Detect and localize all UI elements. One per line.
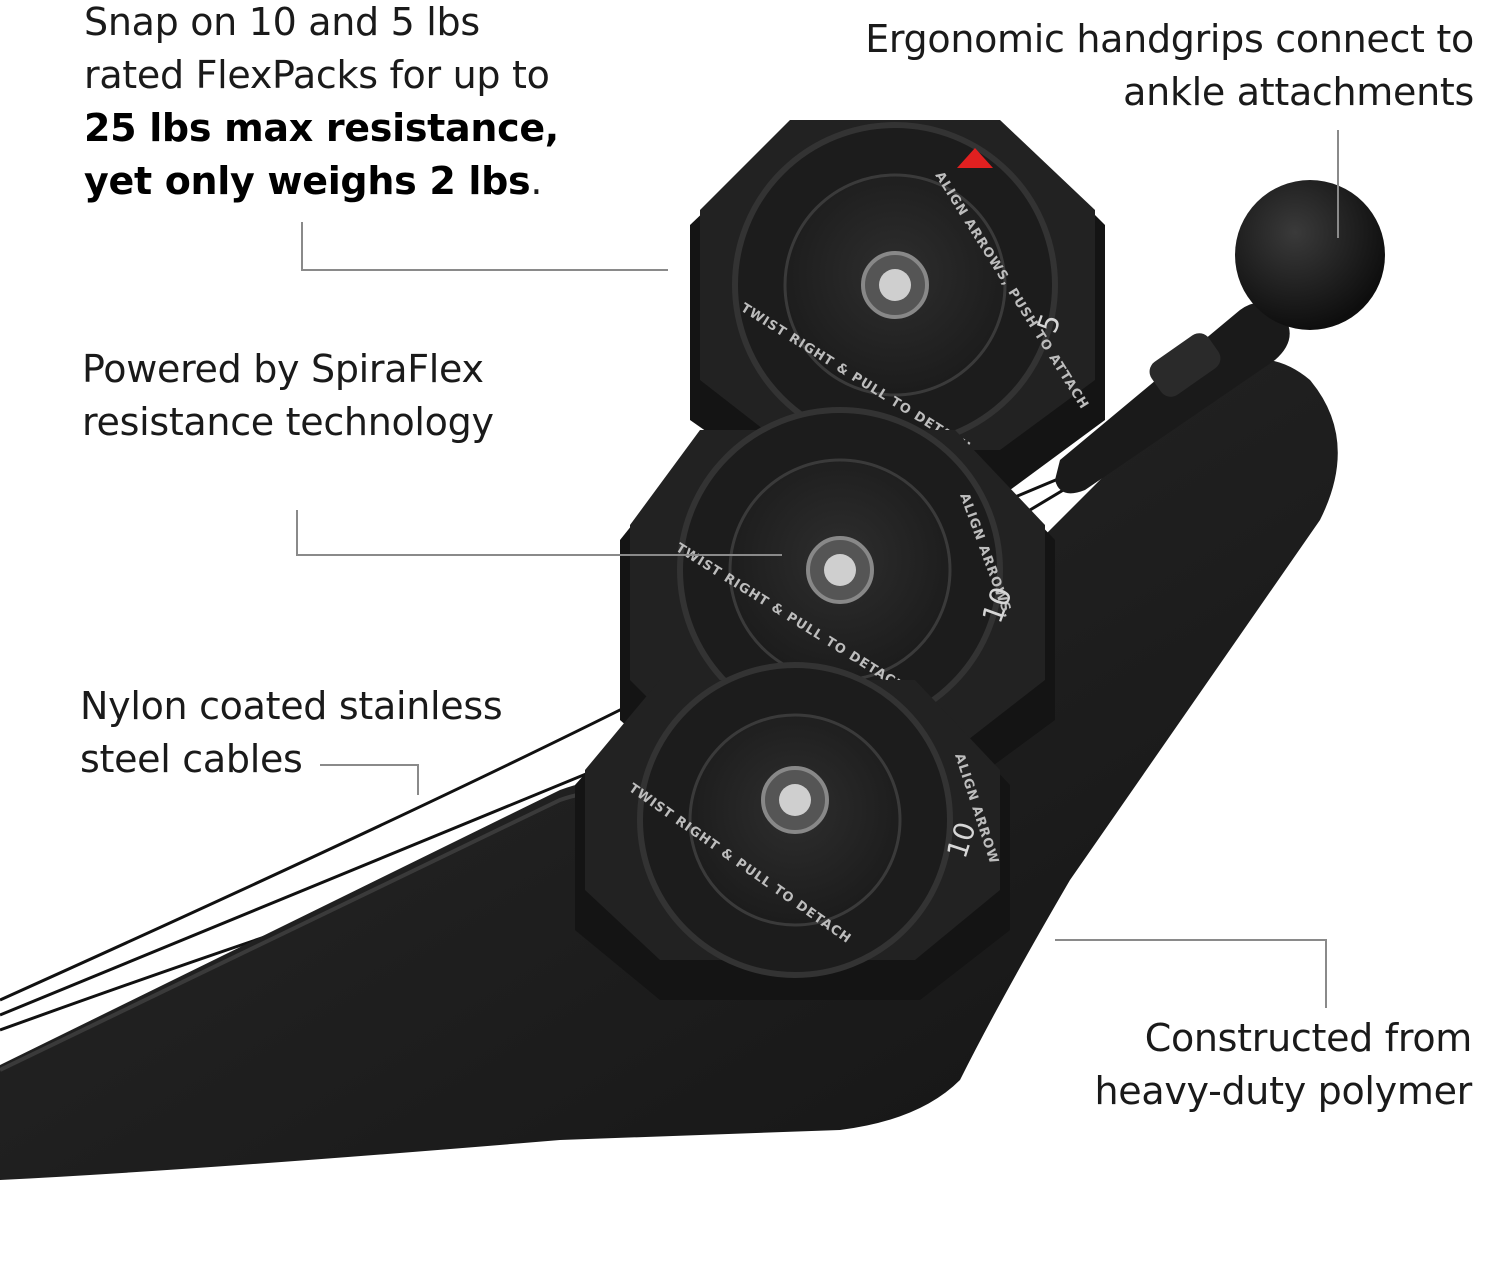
callout-cables-line2: steel cables bbox=[80, 737, 303, 781]
arrow-marker-icon bbox=[957, 148, 993, 168]
callout-handgrips-line2: ankle attachments bbox=[1123, 70, 1474, 114]
callout-flexpacks-line1: Snap on 10 and 5 lbs bbox=[84, 0, 480, 44]
callout-spiraflex: Powered by SpiraFlex resistance technolo… bbox=[82, 343, 494, 449]
callout-polymer: Constructed from heavy-duty polymer bbox=[1094, 1012, 1473, 1118]
callout-flexpacks-line3: 25 lbs max resistance, bbox=[84, 106, 559, 150]
callout-handgrips: Ergonomic handgrips connect to ankle att… bbox=[865, 13, 1474, 119]
leader-spiraflex bbox=[296, 510, 782, 556]
leader-flexpacks bbox=[301, 222, 668, 271]
flexpack-middle: TWIST RIGHT & PULL TO DETACH ALIGN ARROW… bbox=[620, 407, 1055, 790]
callout-flexpacks-line2: rated FlexPacks for up to bbox=[84, 53, 550, 97]
flexpack-bottom: TWIST RIGHT & PULL TO DETACH ALIGN ARROW… bbox=[575, 662, 1010, 1000]
callout-polymer-line1: Constructed from bbox=[1144, 1016, 1473, 1060]
leader-polymer bbox=[1055, 939, 1327, 1008]
callout-spiraflex-line2: resistance technology bbox=[82, 400, 494, 444]
flexpack-top: TWIST RIGHT & PULL TO DETACH ALIGN ARROW… bbox=[690, 120, 1105, 490]
callout-flexpacks-line4-end: . bbox=[530, 159, 543, 203]
leader-cables bbox=[320, 764, 419, 795]
polymer-body bbox=[0, 359, 1338, 1181]
callout-polymer-line2: heavy-duty polymer bbox=[1094, 1069, 1473, 1113]
callout-spiraflex-line1: Powered by SpiraFlex bbox=[82, 347, 484, 391]
callout-flexpacks: Snap on 10 and 5 lbs rated FlexPacks for… bbox=[84, 0, 559, 208]
handgrip bbox=[1055, 180, 1385, 494]
callout-cables: Nylon coated stainless steel cables bbox=[80, 680, 503, 786]
callout-cables-line1: Nylon coated stainless bbox=[80, 684, 503, 728]
callout-flexpacks-line4: yet only weighs 2 lbs bbox=[84, 159, 531, 203]
handgrip-knob bbox=[1235, 180, 1385, 330]
callout-handgrips-line1: Ergonomic handgrips connect to bbox=[865, 17, 1474, 61]
